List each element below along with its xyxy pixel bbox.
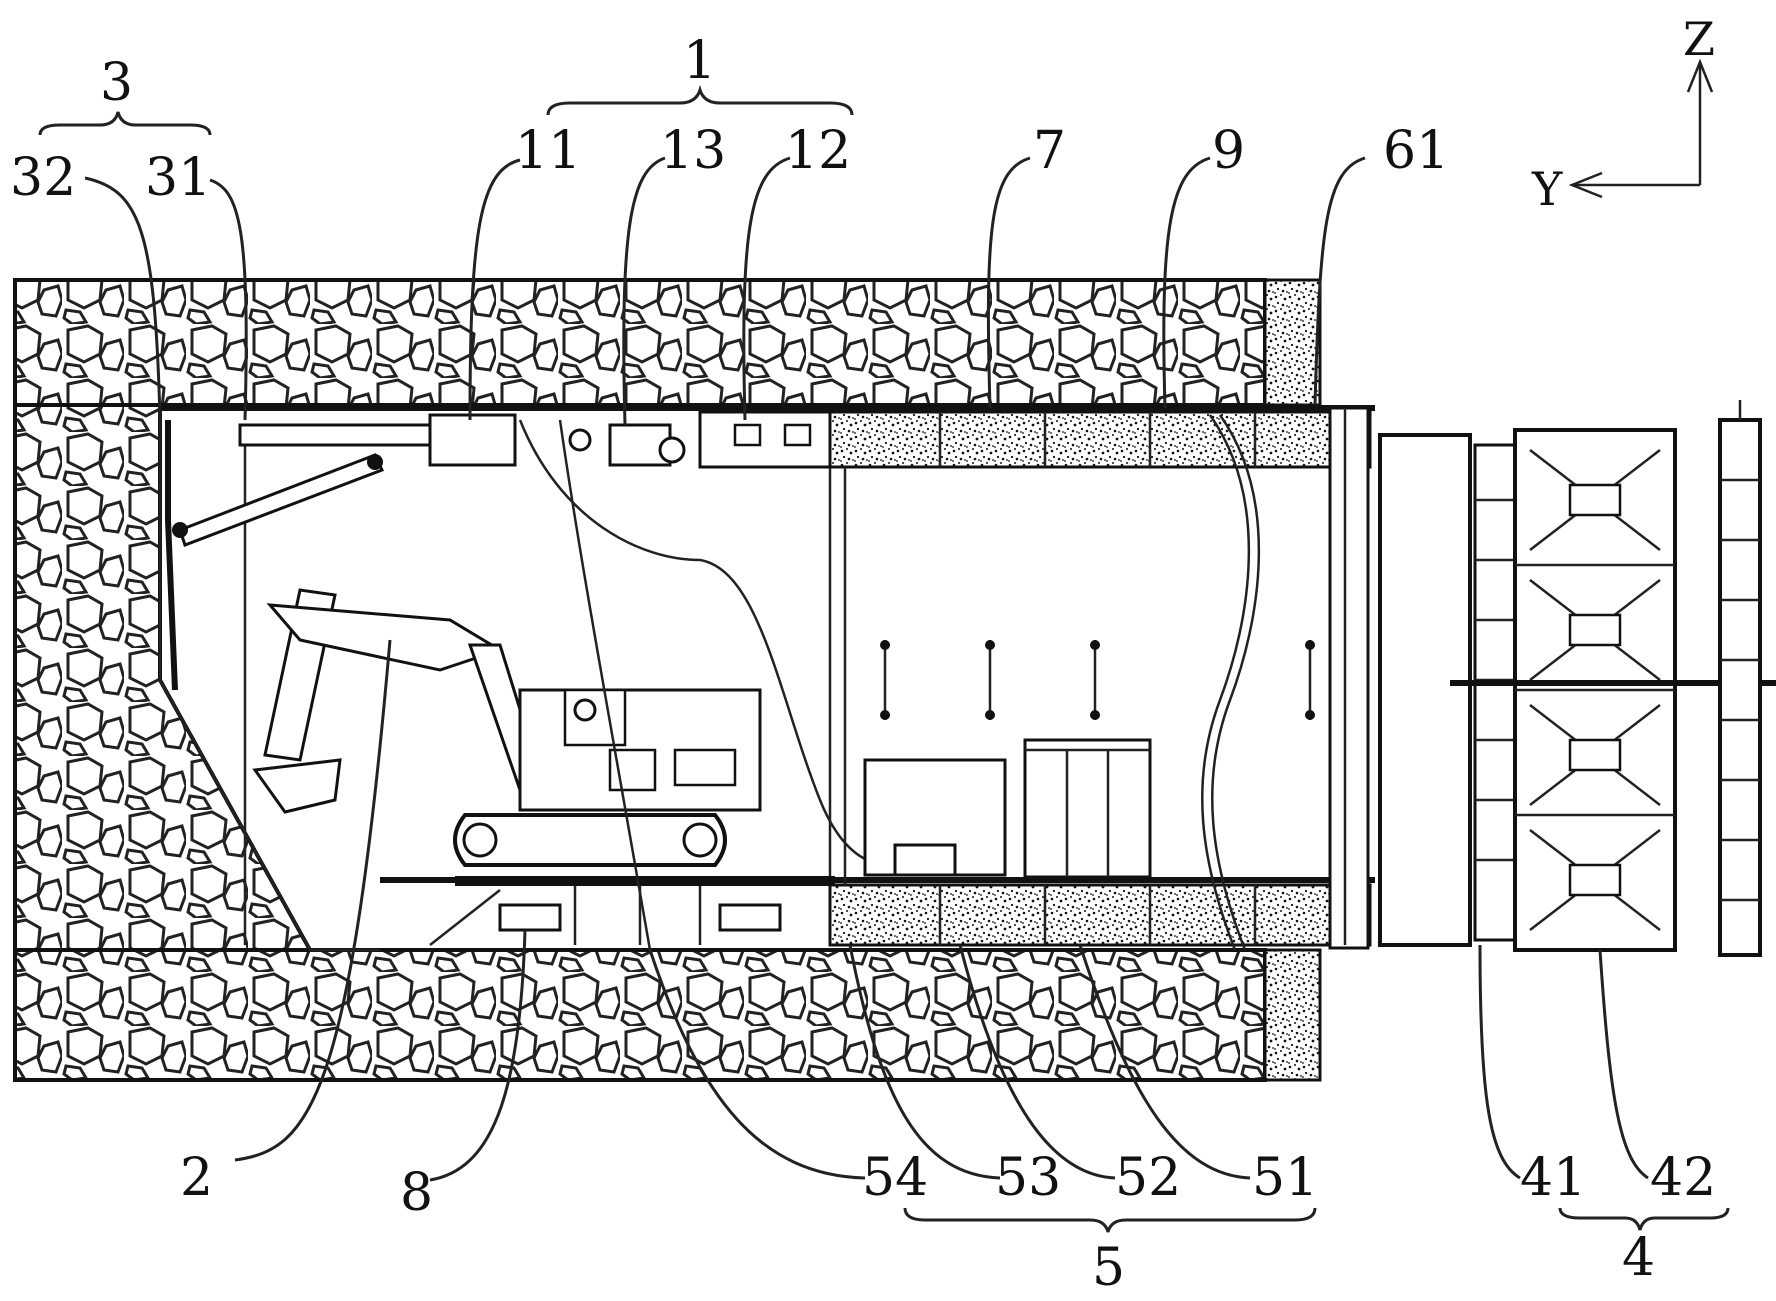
portal-concrete-lower: [1263, 948, 1322, 1082]
rock-upper-band: [13, 278, 1267, 407]
label-54: 54: [862, 1148, 928, 1208]
hoses: [518, 414, 1260, 951]
axis-z-label: Z: [1683, 12, 1715, 66]
segment-ring-lower: [828, 883, 1372, 947]
control-cabinets: [863, 738, 1152, 879]
upper-equipment: [238, 410, 832, 469]
rock-lower-band: [13, 948, 1267, 1082]
label-31: 31: [145, 148, 211, 208]
lower-platform: [429, 876, 835, 946]
label-3: 3: [100, 53, 133, 113]
label-32: 32: [10, 148, 76, 208]
jack-cylinder: [238, 423, 432, 447]
cutter-arm: [165, 420, 385, 691]
back-plate: [1718, 418, 1762, 957]
label-61: 61: [1383, 121, 1449, 181]
label-4: 4: [1622, 1228, 1655, 1288]
label-1: 1: [683, 31, 716, 91]
label-11: 11: [515, 121, 581, 181]
axis-indicator: Z Y: [1531, 12, 1715, 216]
shield-shell: [160, 405, 1375, 950]
electrical-cabinet: [1023, 738, 1152, 879]
label-13: 13: [660, 121, 726, 181]
portal-concrete-upper: [1263, 278, 1322, 407]
label-51: 51: [1252, 1148, 1318, 1208]
label-41: 41: [1520, 1148, 1586, 1208]
thrust-column-41: [1473, 443, 1517, 942]
segment-ring-upper: [828, 410, 1372, 469]
rock-mass: [13, 278, 1267, 1082]
leader-lines: [84, 156, 1649, 1182]
wall-bolts: [880, 640, 1315, 720]
label-5: 5: [1092, 1238, 1125, 1298]
reference-labels: 3 32 31 1 11 13 12 7 9 61 2 8 54 53 52 5…: [10, 31, 1716, 1298]
tail-seal-ring: [1328, 406, 1370, 950]
label-42: 42: [1650, 1148, 1716, 1208]
label-2: 2: [180, 1148, 213, 1208]
label-12: 12: [785, 121, 851, 181]
axis-y-label: Y: [1531, 162, 1563, 216]
brace-groups: [38, 84, 1730, 1233]
label-52: 52: [1115, 1148, 1181, 1208]
label-9: 9: [1212, 121, 1245, 181]
excavator: [252, 588, 762, 867]
rear-support: [1378, 400, 1776, 957]
support-frame-11: [428, 413, 517, 467]
excavation-face: [158, 410, 380, 952]
label-8: 8: [400, 1163, 433, 1223]
label-7: 7: [1033, 121, 1066, 181]
label-53: 53: [995, 1148, 1061, 1208]
